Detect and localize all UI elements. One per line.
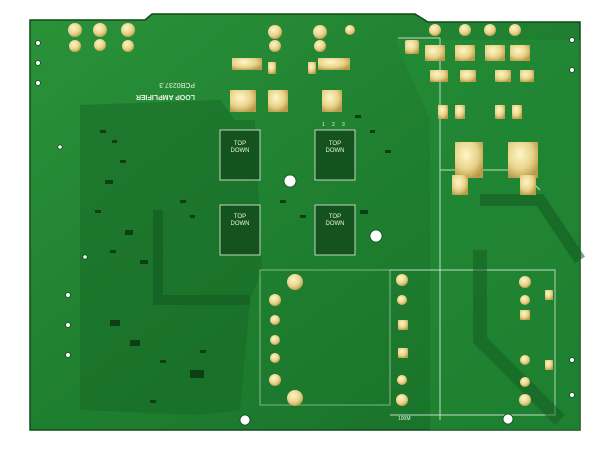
power-trace-right bbox=[480, 194, 585, 264]
ic-u3-label: TOP bbox=[234, 214, 246, 220]
power-region-right bbox=[395, 40, 580, 430]
ic-u1: TOP DOWN bbox=[219, 129, 261, 181]
ic-u4-label: TOP bbox=[329, 214, 341, 220]
edge-holes bbox=[35, 37, 575, 426]
ic-u2: TOP DOWN 1 2 3 bbox=[314, 122, 356, 181]
ic-u2-label: TOP bbox=[329, 141, 341, 147]
board-title: LOOP AMPLIFIER PCB0237.3 bbox=[136, 81, 195, 100]
ic-u4: TOP DOWN bbox=[314, 204, 356, 256]
ic-u1-label: TOP bbox=[234, 141, 246, 147]
svg-text:DOWN: DOWN bbox=[231, 148, 250, 154]
smd-components bbox=[95, 115, 391, 403]
ic-u3: TOP DOWN bbox=[219, 204, 261, 256]
ground-plane-left bbox=[80, 100, 262, 415]
svg-text:DOWN: DOWN bbox=[326, 221, 345, 227]
svg-text:3: 3 bbox=[342, 122, 345, 128]
connector-pads bbox=[269, 274, 553, 406]
diagonal-trace bbox=[473, 250, 565, 425]
svg-text:1: 1 bbox=[322, 122, 325, 128]
board-title-line1: LOOP AMPLIFIER bbox=[136, 93, 195, 100]
lower-right-outline bbox=[259, 269, 391, 406]
svg-text:DOWN: DOWN bbox=[326, 148, 345, 154]
connector-outline bbox=[390, 269, 556, 416]
top-header-pads bbox=[68, 23, 355, 52]
label-100m: 100M bbox=[398, 416, 411, 422]
svg-text:2: 2 bbox=[332, 122, 335, 128]
inductor-copper bbox=[230, 58, 350, 112]
right-top-pads bbox=[405, 24, 534, 119]
power-trace-left bbox=[153, 210, 250, 305]
board-title-line2: PCB0237.3 bbox=[159, 81, 195, 88]
power-pads-right bbox=[452, 142, 538, 195]
svg-text:DOWN: DOWN bbox=[231, 221, 250, 227]
